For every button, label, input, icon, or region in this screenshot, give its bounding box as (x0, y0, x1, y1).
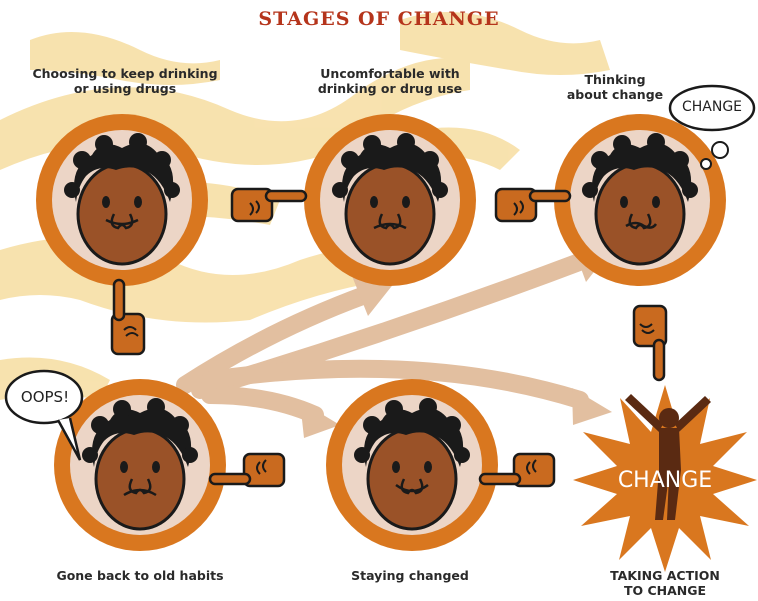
progress-arrows (176, 249, 599, 424)
hand-pointer-1 (230, 187, 308, 223)
thought-bubble (668, 84, 756, 170)
hand-pointer-4 (632, 304, 668, 382)
arrow-to-staying (201, 386, 324, 424)
arrow-to-action (201, 359, 589, 409)
stage-label-action: TAKING ACTION TO CHANGE (595, 568, 735, 598)
stage-relapse (54, 379, 226, 551)
stage-keep-drinking (36, 114, 208, 286)
label-line: Choosing to keep drinking (32, 66, 218, 81)
stage-uncomfortable (304, 114, 476, 286)
stage-label-thinking: Thinking about change (560, 72, 670, 102)
speech-bubble-text: OOPS! (20, 388, 70, 406)
stage-label-uncomfortable: Uncomfortable with drinking or drug use (295, 66, 485, 96)
burst-text: CHANGE (617, 468, 713, 493)
thought-bubble-text: CHANGE (681, 99, 743, 115)
diagram-title: STAGES OF CHANGE (258, 8, 500, 30)
change-burst (573, 385, 757, 572)
stage-maintaining (326, 379, 498, 551)
stage-label-relapse: Gone back to old habits (40, 568, 240, 583)
person-silhouette-icon (625, 394, 711, 520)
speech-bubble (4, 369, 84, 461)
stage-label-maintaining: Staying changed (320, 568, 500, 583)
stage-label-keep-drinking: Choosing to keep drinking or using drugs (20, 66, 230, 96)
stage-thinking (554, 114, 726, 286)
label-line: about change (566, 87, 664, 102)
arrow-to-uncomfortable (176, 286, 374, 394)
label-line: Staying changed (351, 568, 469, 583)
label-line: Gone back to old habits (56, 568, 224, 583)
label-line: drinking or drug use (317, 81, 463, 96)
label-line: TAKING ACTION (610, 568, 720, 583)
label-line: or using drugs (73, 81, 177, 96)
label-line: Thinking (584, 72, 646, 87)
label-line: Uncomfortable with (320, 66, 460, 81)
label-line: TO CHANGE (623, 583, 707, 598)
